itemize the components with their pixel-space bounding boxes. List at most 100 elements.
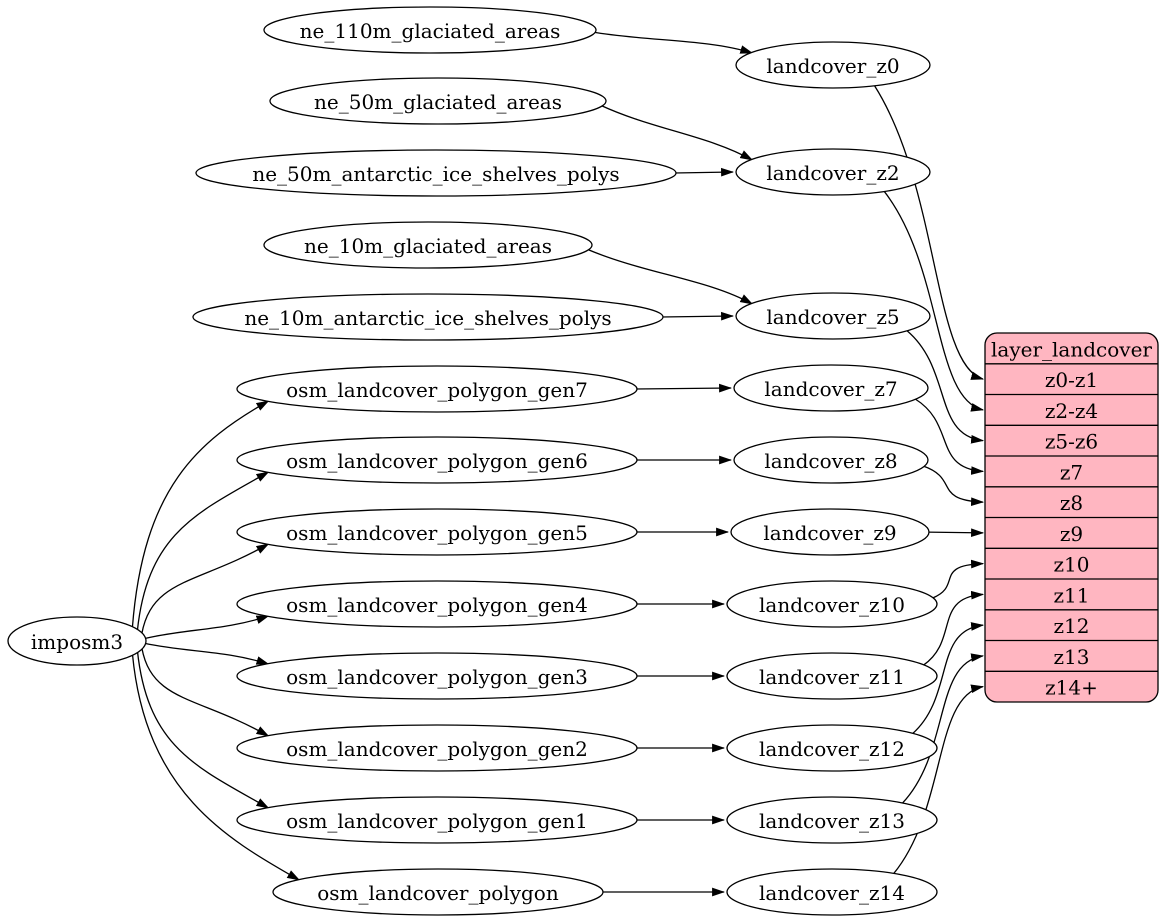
table-row-label: z0-z1: [1045, 368, 1098, 392]
table-row-label: z7: [1060, 460, 1083, 484]
node-shape: [269, 77, 607, 125]
node-osm_landcover_polygon_gen4: osm_landcover_polygon_gen4: [236, 580, 638, 628]
edge-imposm3-to-osm_landcover_polygon_gen3: [144, 642, 270, 665]
table-row-label: z11: [1054, 583, 1090, 607]
table-row-label: z12: [1054, 614, 1090, 638]
node-shape: [726, 724, 938, 772]
node-label: osm_landcover_polygon_gen7: [286, 378, 588, 402]
node-label: ne_50m_glaciated_areas: [314, 90, 562, 114]
edge-osm_landcover_polygon_gen7-to-landcover_z7: [634, 383, 733, 393]
node-shape: [735, 292, 931, 340]
node-osm_landcover_polygon_gen3: osm_landcover_polygon_gen3: [236, 652, 638, 700]
node-label: landcover_z12: [759, 737, 905, 761]
edge-ne_50m_glaciated_areas-to-landcover_z2: [599, 104, 754, 161]
node-landcover_z9: landcover_z9: [730, 508, 930, 556]
node-label: landcover_z2: [766, 161, 899, 185]
edge-landcover_z2-to-layer_landcover-z2-z4: [883, 190, 985, 412]
edge-imposm3-to-osm_landcover_polygon_gen2: [141, 647, 270, 737]
node-ne_50m_glaciated_areas: ne_50m_glaciated_areas: [269, 77, 607, 125]
node-label: osm_landcover_polygon_gen3: [286, 665, 588, 689]
node-landcover_z7: landcover_z7: [733, 364, 929, 412]
node-shape: [195, 149, 677, 197]
node-label: landcover_z0: [766, 54, 899, 78]
node-shape: [726, 796, 938, 844]
table-layer_landcover: layer_landcoverz0-z1z2-z4z5-z6z7z8z9z10z…: [984, 332, 1159, 703]
node-label: osm_landcover_polygon_gen5: [286, 521, 588, 545]
edge-landcover_z7-to-layer_landcover-z7: [914, 398, 985, 475]
edge-ne_10m_glaciated_areas-to-landcover_z5: [586, 248, 754, 305]
node-ne_10m_glaciated_areas: ne_10m_glaciated_areas: [263, 221, 593, 269]
node-label: osm_landcover_polygon_gen1: [286, 809, 588, 833]
node-shape: [733, 436, 929, 484]
node-shape: [236, 436, 638, 484]
table-row-label: z9: [1060, 522, 1083, 546]
node-landcover_z12: landcover_z12: [726, 724, 938, 772]
node-label: landcover_z7: [764, 377, 897, 401]
node-label: ne_50m_antarctic_ice_shelves_polys: [252, 162, 619, 186]
node-label: landcover_z8: [764, 449, 897, 473]
node-shape: [735, 41, 931, 89]
node-label: ne_10m_glaciated_areas: [304, 234, 552, 258]
node-shape: [726, 652, 938, 700]
node-label: osm_landcover_polygon_gen4: [286, 593, 588, 617]
node-ne_10m_antarctic_ice_shelves_polys: ne_10m_antarctic_ice_shelves_polys: [192, 293, 664, 341]
node-landcover_z8: landcover_z8: [733, 436, 929, 484]
node-landcover_z10: landcover_z10: [726, 580, 938, 628]
edge-landcover_z11-to-layer_landcover-z11: [923, 590, 985, 666]
node-label: osm_landcover_polygon_gen6: [286, 449, 588, 473]
node-shape: [726, 868, 938, 916]
node-label: osm_landcover_polygon_gen2: [286, 737, 588, 761]
node-shape: [726, 580, 938, 628]
node-ne_110m_glaciated_areas: ne_110m_glaciated_areas: [263, 6, 597, 54]
node-shape: [236, 796, 638, 844]
node-ne_50m_antarctic_ice_shelves_polys: ne_50m_antarctic_ice_shelves_polys: [195, 149, 677, 197]
edge-landcover_z8-to-layer_landcover-z8: [923, 465, 985, 506]
edge-imposm3-to-osm_landcover_polygon_gen5: [141, 543, 270, 635]
node-shape: [236, 652, 638, 700]
node-label: landcover_z13: [759, 809, 905, 833]
table-row-label: z8: [1060, 491, 1083, 515]
edge-landcover_z10-to-layer_landcover-z10: [932, 559, 985, 599]
edge-imposm3-to-osm_landcover_polygon_gen6: [136, 471, 270, 631]
node-landcover_z13: landcover_z13: [726, 796, 938, 844]
node-osm_landcover_polygon_gen2: osm_landcover_polygon_gen2: [236, 724, 638, 772]
node-shape: [263, 6, 597, 54]
edges-layer: [131, 31, 985, 897]
node-label: landcover_z14: [759, 881, 905, 905]
node-label: ne_10m_antarctic_ice_shelves_polys: [244, 306, 611, 330]
node-shape: [236, 724, 638, 772]
table-row-label: z10: [1054, 553, 1090, 577]
node-imposm3: imposm3: [7, 616, 147, 666]
table-row-label: z2-z4: [1045, 399, 1098, 423]
node-shape: [730, 508, 930, 556]
node-landcover_z5: landcover_z5: [735, 292, 931, 340]
node-landcover_z11: landcover_z11: [726, 652, 938, 700]
node-label: imposm3: [31, 630, 123, 654]
edge-landcover_z12-to-layer_landcover-z12: [912, 622, 985, 735]
node-shape: [236, 580, 638, 628]
node-shape: [236, 365, 638, 413]
node-shape: [7, 616, 147, 666]
node-label: landcover_z5: [766, 305, 899, 329]
node-shape: [236, 508, 638, 556]
node-osm_landcover_polygon_gen6: osm_landcover_polygon_gen6: [236, 436, 638, 484]
edge-imposm3-to-osm_landcover_polygon_gen7: [131, 400, 270, 628]
edge-landcover_z9-to-layer_landcover-z9: [927, 528, 985, 538]
node-shape: [272, 868, 604, 916]
table-title: layer_landcover: [991, 337, 1152, 361]
node-shape: [192, 293, 664, 341]
node-label: osm_landcover_polygon: [317, 881, 559, 905]
edge-imposm3-to-osm_landcover_polygon: [131, 654, 301, 881]
table-row-label: z13: [1054, 645, 1090, 669]
edge-landcover_z14-to-layer_landcover-z14+: [893, 684, 985, 875]
edge-ne_50m_antarctic_ice_shelves_polys-to-landcover_z2: [673, 167, 735, 177]
node-landcover_z2: landcover_z2: [735, 148, 931, 196]
node-landcover_z14: landcover_z14: [726, 868, 938, 916]
node-osm_landcover_polygon_gen5: osm_landcover_polygon_gen5: [236, 508, 638, 556]
node-shape: [735, 148, 931, 196]
node-osm_landcover_polygon_gen1: osm_landcover_polygon_gen1: [236, 796, 638, 844]
edge-landcover_z13-to-layer_landcover-z13: [901, 653, 985, 804]
edge-ne_110m_glaciated_areas-to-landcover_z0: [591, 31, 754, 54]
